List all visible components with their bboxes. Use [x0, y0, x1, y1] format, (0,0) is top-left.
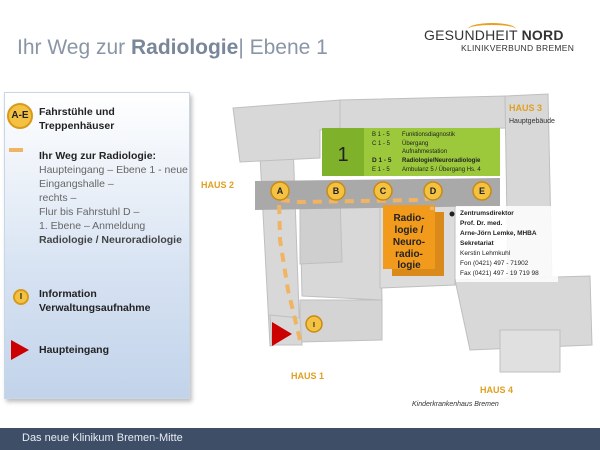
haus3-top — [339, 95, 507, 133]
logo-swoosh-icon — [468, 23, 516, 35]
green-row-4-label: Ambulanz 5 / Übergang Hs. 4 — [402, 166, 481, 173]
green-row-1-label: Übergang — [402, 140, 428, 147]
haus2-label: HAUS 2 — [201, 180, 234, 190]
route-desc-1: Eingangshalle – — [39, 178, 114, 190]
info-badge-icon: I — [13, 289, 29, 305]
entrance-marker-icon — [272, 322, 292, 346]
contact-name-2: Arne-Jörn Lemke, MHBA — [460, 230, 537, 237]
info-label-1: Information — [39, 288, 97, 300]
green-row-1-code: C 1 - 5 — [372, 141, 391, 147]
elevator-a-label: A — [277, 186, 284, 196]
green-row-3-code: D 1 - 5 — [372, 157, 392, 164]
contact-box — [456, 206, 558, 282]
footer-text: Das neue Klinikum Bremen-Mitte — [22, 432, 183, 444]
haus4-sublabel: Kinderkrankenhaus Bremen — [412, 401, 499, 408]
legend-panel: A-E Fahrstühle und Treppenhäuser Ihr Weg… — [4, 92, 190, 399]
radiology-line-0: Radio- — [393, 213, 424, 224]
elevator-label-2: Treppenhäuser — [39, 120, 115, 132]
route-desc-2: rechts – — [39, 192, 77, 204]
info-marker-icon — [305, 315, 323, 333]
green-row-4-code: E 1 - 5 — [372, 167, 390, 173]
green-row-3-label: Radiologie/Neuroradiologie — [402, 158, 481, 164]
elevator-a-icon — [270, 181, 290, 201]
elevator-c-icon — [373, 181, 393, 201]
radiology-line-2: Neuro- — [393, 237, 425, 248]
logo: GESUNDHEIT NORD KLINIKVERBUND BREMEN — [424, 23, 584, 53]
route-desc-0: Haupteingang – Ebene 1 - neue — [39, 164, 188, 176]
radiology-line-4: logie — [397, 260, 421, 271]
info-label-2: Verwaltungsaufnahme — [39, 302, 151, 314]
logo-line1-b: NORD — [521, 27, 564, 43]
elevator-e-label: E — [479, 186, 485, 196]
elevator-label-1: Fahrstühle und — [39, 106, 115, 118]
radiology-line-1: logie / — [395, 225, 424, 236]
haus4-label: HAUS 4 — [480, 385, 513, 395]
haus3-sublabel: Hauptgebäude — [509, 118, 555, 125]
contact-dot-icon — [449, 211, 455, 217]
green-table: B 1 - 5 Funktionsdiagnostik C 1 - 5 Über… — [372, 132, 481, 173]
elevator-markers: A B C D E — [270, 181, 492, 201]
footer-bar: Das neue Klinikum Bremen-Mitte — [0, 428, 600, 450]
title-bold: Radiologie — [130, 36, 239, 59]
contact-secretariat: Sekretariat — [460, 240, 494, 247]
entrance-triangle-icon — [11, 340, 29, 360]
green-row-0-code: B 1 - 5 — [372, 132, 390, 138]
elevator-b-icon — [326, 181, 346, 201]
green-row-2-label: Aufnahmestation — [402, 149, 447, 155]
elevator-badge-icon: A-E — [7, 103, 33, 129]
title-prefix: Ihr Weg zur — [17, 36, 131, 59]
level-number-block — [322, 128, 364, 176]
elevator-e-icon — [472, 181, 492, 201]
haus1-label: HAUS 1 — [291, 371, 324, 381]
radiology-label: Radio- logie / Neuro- radio- logie — [393, 213, 425, 271]
route-desc-3: Flur bis Fahrstuhl D – — [39, 206, 140, 218]
radiology-box — [383, 205, 435, 269]
contact-phone: Fon (0421) 497 - 71902 — [460, 260, 529, 267]
elevator-d-label: D — [430, 186, 437, 196]
contact-info: Zentrumsdirektor Prof. Dr. med. Arne-Jör… — [460, 210, 539, 277]
contact-fax: Fax (0421) 497 - 19 719 98 — [460, 270, 539, 277]
level-number: 1 — [337, 144, 348, 166]
contact-title: Zentrumsdirektor — [460, 210, 514, 217]
elevator-c-label: C — [380, 186, 387, 196]
title-suffix: | Ebene 1 — [238, 36, 328, 59]
radiology-line-3: radio- — [395, 249, 423, 260]
logo-line2: KLINIKVERBUND BREMEN — [461, 43, 575, 53]
route-desc-4: 1. Ebene – Anmeldung — [39, 220, 146, 232]
haus4-lower — [499, 329, 561, 373]
info-marker-label: I — [313, 322, 315, 329]
page-title: Ihr Weg zur Radiologie| Ebene 1 — [17, 36, 328, 60]
entrance-label: Haupteingang — [39, 344, 109, 356]
contact-person: Kerstin Lehmkuhl — [460, 250, 511, 257]
route-dash-icon — [9, 148, 23, 152]
green-row-0-label: Funktionsdiagnostik — [402, 132, 456, 138]
house-labels: HAUS 3 Hauptgebäude HAUS 2 HAUS 1 HAUS 4… — [201, 103, 555, 408]
route-title: Ihr Weg zur Radiologie: — [39, 150, 157, 162]
route-target: Radiologie / Neuroradiologie — [39, 234, 182, 246]
contact-name-1: Prof. Dr. med. — [460, 220, 502, 227]
haus3-label: HAUS 3 — [509, 103, 542, 113]
elevator-d-icon — [423, 181, 443, 201]
elevator-b-label: B — [333, 186, 340, 196]
